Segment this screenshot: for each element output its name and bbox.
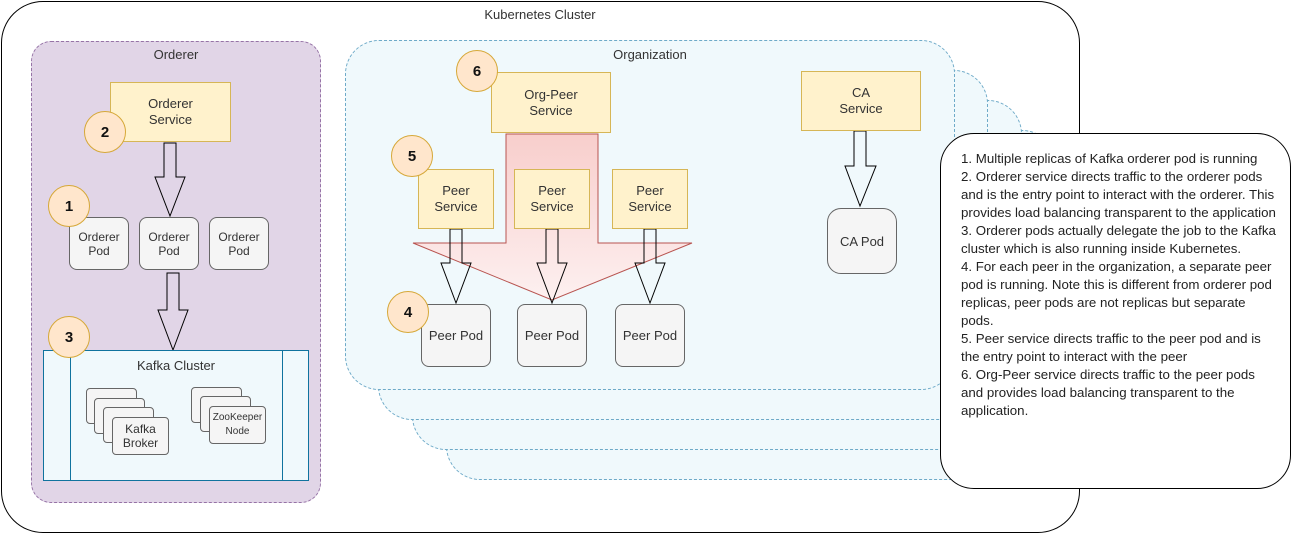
- arrow-orderer-service-to-pod: [154, 142, 186, 218]
- badge-1: 1: [48, 185, 90, 227]
- badge-3: 3: [48, 316, 90, 358]
- kafka-cluster-divider-left: [70, 351, 71, 480]
- orderer-pod-2[interactable]: Orderer Pod: [139, 217, 199, 270]
- badge-5: 5: [391, 135, 433, 177]
- notes-box: 1. Multiple replicas of Kafka orderer po…: [940, 133, 1291, 489]
- zookeeper-node[interactable]: ZooKeeper Node: [209, 406, 266, 444]
- arrow-peer-service-2: [536, 228, 568, 305]
- org-peer-service[interactable]: Org-Peer Service: [491, 72, 611, 133]
- arrow-peer-service-1: [440, 228, 472, 305]
- orderer-zone-title: Orderer: [153, 47, 199, 62]
- arrow-orderer-pod-to-kafka: [157, 272, 189, 352]
- badge-4: 4: [387, 291, 429, 333]
- arrow-peer-service-3: [634, 228, 666, 305]
- note-2: 2. Orderer service directs traffic to th…: [961, 169, 1276, 220]
- note-3: 3. Orderer pods actually delegate the jo…: [961, 223, 1276, 256]
- peer-service-2[interactable]: Peer Service: [514, 169, 590, 229]
- ca-service[interactable]: CA Service: [801, 71, 921, 131]
- organization-zone-title: Organization: [613, 47, 687, 62]
- note-1: 1. Multiple replicas of Kafka orderer po…: [961, 151, 1258, 166]
- peer-pod-1[interactable]: Peer Pod: [421, 304, 491, 367]
- kafka-broker[interactable]: Kafka Broker: [112, 417, 169, 455]
- badge-2: 2: [84, 111, 126, 153]
- note-5: 5. Peer service directs traffic to the p…: [961, 331, 1261, 364]
- arrow-ca-service-to-pod: [844, 130, 877, 208]
- kubernetes-cluster-title: Kubernetes Cluster: [484, 7, 596, 22]
- orderer-service[interactable]: Orderer Service: [110, 82, 231, 142]
- note-4: 4. For each peer in the organization, a …: [961, 259, 1272, 328]
- peer-service-3[interactable]: Peer Service: [612, 169, 688, 229]
- peer-pod-2[interactable]: Peer Pod: [517, 304, 587, 367]
- note-6: 6. Org-Peer service directs traffic to t…: [961, 367, 1255, 418]
- kafka-cluster-divider-right: [282, 351, 283, 480]
- orderer-pod-1[interactable]: Orderer Pod: [69, 217, 129, 270]
- ca-pod[interactable]: CA Pod: [827, 208, 897, 274]
- orderer-pod-3[interactable]: Orderer Pod: [209, 217, 269, 270]
- peer-service-1[interactable]: Peer Service: [418, 169, 494, 229]
- badge-6: 6: [456, 50, 498, 92]
- kafka-cluster-title: Kafka Cluster: [136, 358, 216, 373]
- peer-pod-3[interactable]: Peer Pod: [615, 304, 685, 367]
